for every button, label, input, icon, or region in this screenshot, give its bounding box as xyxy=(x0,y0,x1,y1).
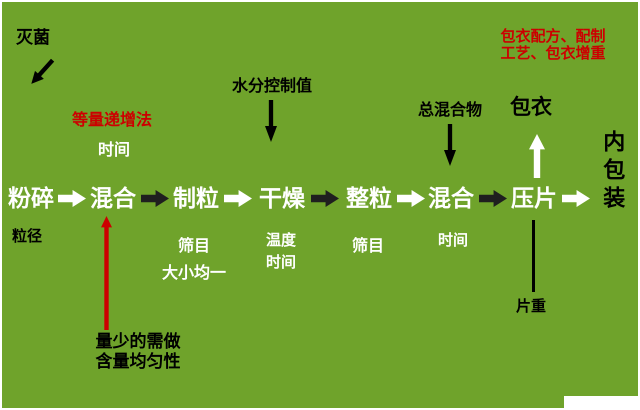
drying-time-label: 时间 xyxy=(266,254,297,271)
mesh-size-label-1: 筛目 xyxy=(178,238,211,255)
coating-params-line-2: 工艺、包衣增重 xyxy=(500,45,606,63)
coating-params-line-1: 包衣配方、配制 xyxy=(500,28,606,45)
step-mixing-1: 混合 xyxy=(90,185,136,211)
step-mixing-2: 混合 xyxy=(428,185,474,211)
particle-size-label: 粒径 xyxy=(12,228,43,245)
total-mixture-label: 总混合物 xyxy=(418,102,483,119)
flow-arrow-icon xyxy=(141,190,169,207)
flow-arrow-icon xyxy=(397,190,425,207)
moisture-down-arrow-icon xyxy=(265,100,277,142)
step-sizing: 整粒 xyxy=(346,185,392,211)
step-tableting: 压片 xyxy=(511,185,557,211)
flow-arrow-icon xyxy=(58,190,86,207)
mixing-time-label: 时间 xyxy=(98,142,131,159)
total-mixture-down-arrow-icon xyxy=(444,124,456,166)
flow-arrow-icon xyxy=(224,190,252,207)
flow-arrow-icon xyxy=(479,190,507,207)
coating-params-note: 包衣配方、配制 工艺、包衣增重 xyxy=(474,28,632,63)
moisture-control-label: 水分控制值 xyxy=(232,78,313,95)
sterilization-arrow-icon xyxy=(27,56,57,88)
tablet-weight-label: 片重 xyxy=(516,298,547,315)
content-uniformity-line-2: 含量均匀性 xyxy=(95,351,181,371)
content-uniformity-line-1: 量少的需做 xyxy=(95,332,181,351)
step-drying: 干燥 xyxy=(259,185,305,211)
equal-increment-method-label: 等量递增法 xyxy=(72,112,153,129)
temperature-label: 温度 xyxy=(266,232,297,249)
step-granulation: 制粒 xyxy=(173,185,219,211)
corner-decoration xyxy=(564,396,638,408)
sterilization-label: 灭菌 xyxy=(16,28,50,47)
uniformity-up-arrow-icon xyxy=(101,216,112,330)
step-crushing: 粉碎 xyxy=(8,185,54,211)
mesh-size-label-2: 筛目 xyxy=(352,238,385,255)
flow-arrow-icon xyxy=(311,190,339,207)
content-uniformity-note: 量少的需做 含量均匀性 xyxy=(58,332,218,371)
uniform-size-label: 大小均一 xyxy=(162,265,227,282)
coating-up-arrow-icon xyxy=(529,134,545,178)
mixing-time-label-2: 时间 xyxy=(438,232,469,249)
tablet-weight-line xyxy=(532,220,535,292)
inner-packaging-label: 内包装 xyxy=(600,130,626,214)
flow-arrow-icon xyxy=(562,190,590,207)
coating-label: 包衣 xyxy=(510,96,552,119)
